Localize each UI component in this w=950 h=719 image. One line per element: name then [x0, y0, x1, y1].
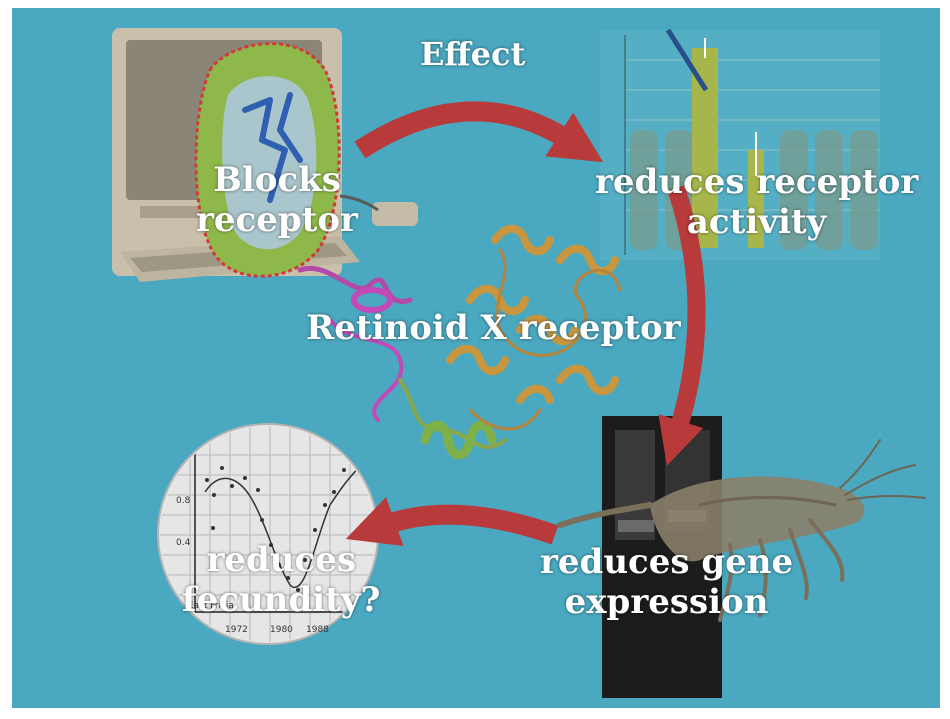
reduces-receptor-activity-label: reduces receptor activity	[595, 162, 918, 242]
receptor-activity-line1: reduces receptor	[595, 162, 919, 202]
reduces-gene-expression-label: reduces gene expression	[540, 542, 793, 622]
plot-x-tick: 1988	[306, 625, 329, 635]
gene-expression-line2: expression	[564, 582, 769, 622]
blocks-receptor-line2: receptor	[196, 200, 358, 240]
blocks-receptor-line1: Blocks	[213, 160, 341, 200]
arrow-gene-to-fecundity	[345, 497, 559, 546]
computer-illustration	[112, 28, 418, 282]
fecundity-line1: reduces	[206, 540, 356, 580]
blocks-receptor-label: Blocks receptor	[196, 160, 358, 240]
plot-y-tick: 0.4	[176, 538, 191, 548]
protein-structure-illustration	[297, 224, 622, 460]
reduces-fecundity-label: reduces fecundity?	[182, 540, 380, 620]
plot-region-label: East Frisia	[188, 601, 234, 611]
fecundity-plot-inset: 0.8 0.4 East Frisia 1972 1980 1988	[157, 423, 379, 645]
fecundity-line2: fecundity?	[182, 580, 381, 620]
retinoid-x-receptor-label: Retinoid X receptor	[306, 308, 681, 348]
bar-chart-illustration	[600, 28, 880, 260]
effect-label: Effect	[420, 35, 526, 73]
gene-expression-line1: reduces gene	[540, 542, 794, 582]
shrimp-illustration	[557, 439, 926, 622]
plot-y-tick: 0.8	[176, 496, 191, 506]
plot-x-tick: 1980	[270, 625, 293, 635]
arrow-activity-to-gene	[658, 185, 706, 466]
arrow-blocks-to-activity	[354, 101, 604, 163]
plot-x-tick: 1972	[225, 625, 248, 635]
receptor-activity-line2: activity	[686, 202, 827, 242]
